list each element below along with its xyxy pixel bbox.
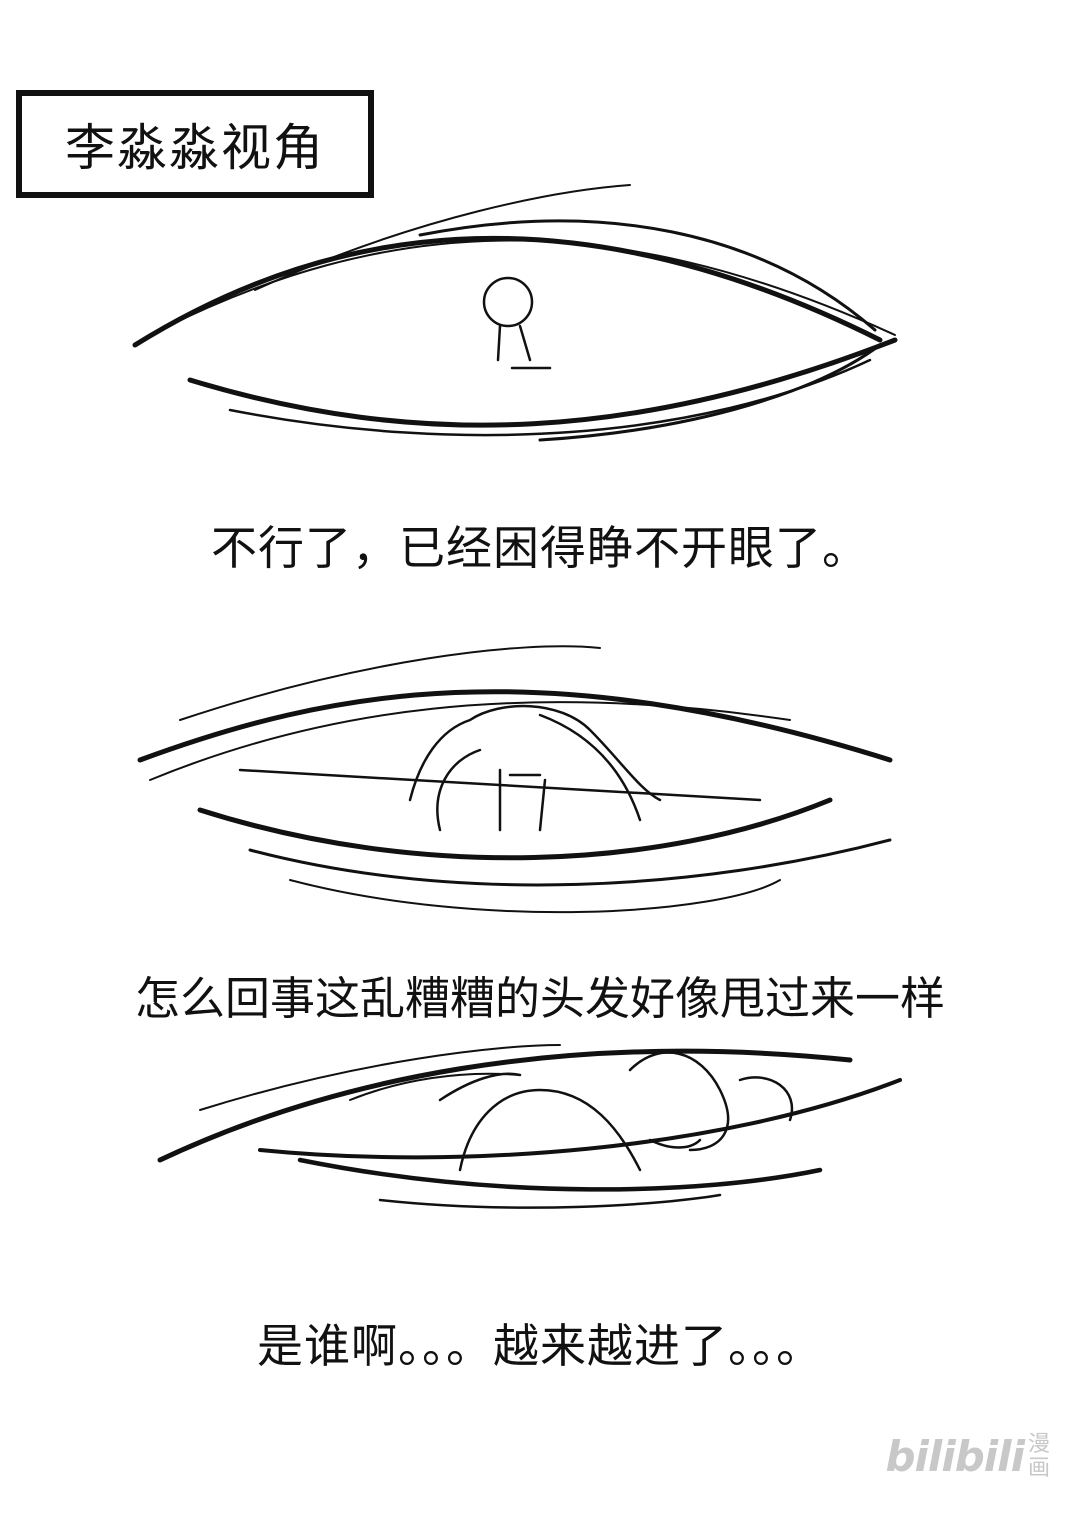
bilibili-watermark: bilibili 漫 画 [885,1432,1050,1481]
eye-panel-3 [157,1044,902,1209]
eye-panel-1 [132,184,898,442]
dialogue-line-3: 是谁啊。。。越来越进了。。。 [257,1319,823,1373]
distant-figure [482,276,552,370]
watermark-logo: bilibili [885,1432,1025,1481]
eye-panel-2 [137,645,893,914]
dialogue-line-2: 怎么回事这乱糟糟的头发好像甩过来一样 [134,972,945,1025]
narration-caption-text: 李淼淼视角 [65,119,325,177]
hair-sketch-1 [408,704,662,832]
dialogue-line-1: 不行了，已经困得睁不开眼了。 [211,521,869,575]
hair-sketch-2 [438,1051,794,1172]
watermark-subtitle: 漫 画 [1027,1431,1050,1481]
narration-caption-box: 李淼淼视角 [16,90,374,198]
